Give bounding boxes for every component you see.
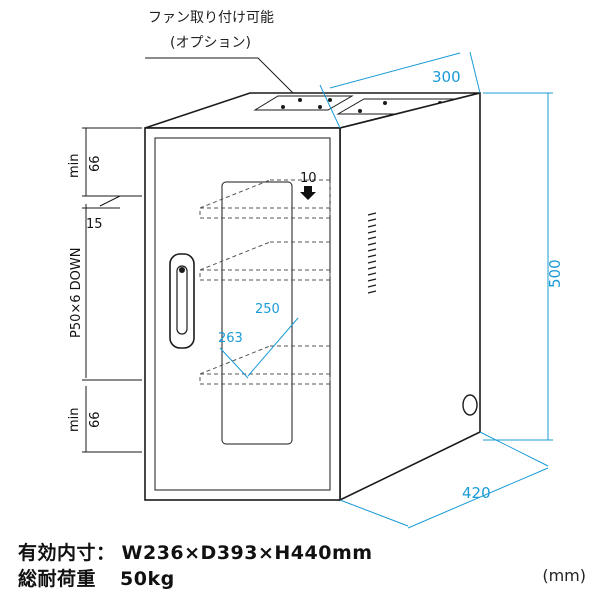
callout-line1: ファン取り付け可能 xyxy=(148,10,274,26)
depth-dim-lines xyxy=(339,431,549,529)
inner-dim-lines xyxy=(219,317,299,379)
top-min-value: 66 xyxy=(88,155,103,172)
height-dim-lines xyxy=(483,92,553,441)
pitch-offset-value: 15 xyxy=(86,217,103,232)
top-min-label: min xyxy=(67,153,82,178)
door-frame xyxy=(154,137,331,491)
spec-inner-value: W236×D393×H440mm xyxy=(121,542,373,564)
bottom-min-label: min xyxy=(67,407,82,432)
shelf-drop-value: 10 xyxy=(300,171,317,186)
dim-250: 250 xyxy=(255,302,280,317)
dim-263: 263 xyxy=(218,331,243,346)
spec-inner-dimensions: 有効内寸：W236×D393×H440mm xyxy=(18,538,373,565)
width-dim-lines xyxy=(319,51,481,129)
cabinet-side xyxy=(339,91,481,502)
height-value: 500 xyxy=(546,259,564,288)
pitch-label: P50×6 DOWN xyxy=(69,248,84,339)
fan-plate-left xyxy=(253,95,354,111)
callout-line2: (オプション) xyxy=(170,35,251,51)
unit-label: (mm) xyxy=(542,566,586,585)
spec-load-label: 総耐荷重 xyxy=(18,568,97,590)
side-dim-lines xyxy=(82,127,142,453)
shelves xyxy=(199,179,331,385)
width-value: 300 xyxy=(432,68,461,86)
cable-hole xyxy=(462,394,478,416)
spec-load: 総耐荷重 50kg xyxy=(18,564,175,591)
side-vents xyxy=(367,212,377,294)
spec-inner-label: 有効内寸： xyxy=(18,542,116,564)
callout-leader xyxy=(145,57,301,101)
door-window xyxy=(221,181,293,445)
spec-load-value: 50kg xyxy=(120,568,175,590)
depth-value: 420 xyxy=(462,484,491,502)
bottom-min-value: 66 xyxy=(88,411,103,428)
shelf-drop-arrow xyxy=(300,186,316,200)
